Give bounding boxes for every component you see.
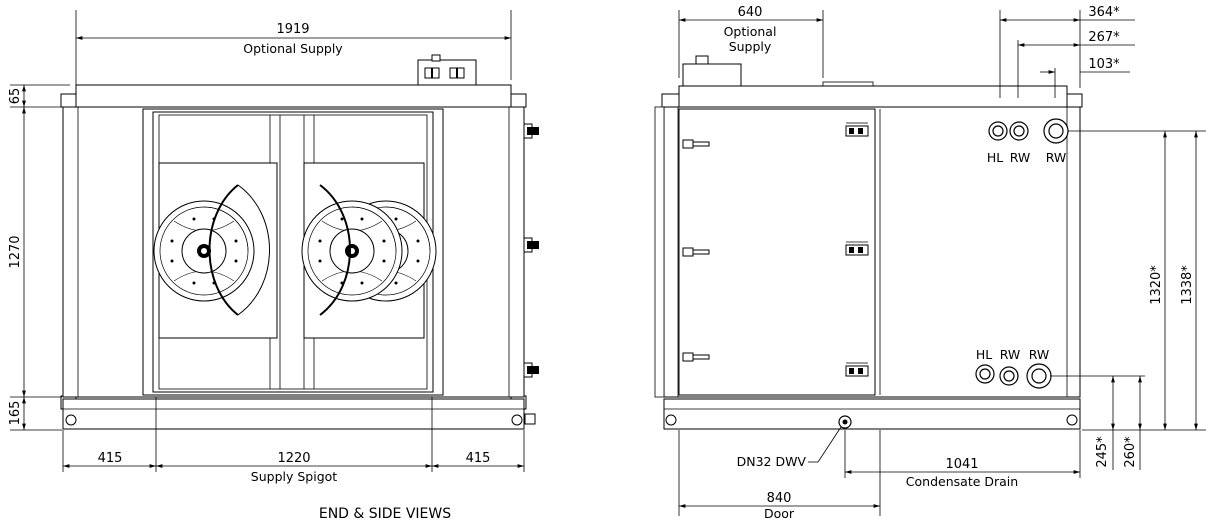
bottom-label-rw-2: RW <box>1029 347 1050 362</box>
side-1320-value: 1320* <box>1149 265 1164 305</box>
top-label-hl: HL <box>987 150 1003 165</box>
side-supply-value: 640 <box>738 5 763 20</box>
end-fan-left <box>153 184 270 316</box>
end-top-flange <box>75 84 512 108</box>
drawing-title: END & SIDE VIEWS <box>319 506 451 520</box>
side-supply-label-1: Optional <box>724 24 777 39</box>
top-connection-rw-2 <box>1043 118 1069 144</box>
side-267-value: 267* <box>1088 30 1120 45</box>
bottom-connection-rw-2 <box>1026 363 1052 389</box>
top-label-rw-2: RW <box>1046 150 1067 165</box>
top-connection-rw-1 <box>1009 121 1029 141</box>
bottom-connection-rw-1 <box>999 366 1019 386</box>
side-364-value: 364* <box>1088 5 1120 20</box>
side-supply-label-2: Supply <box>729 39 772 54</box>
end-right-value: 415 <box>466 451 491 466</box>
side-260-value: 260* <box>1123 436 1138 468</box>
end-fan-right <box>301 184 437 316</box>
side-condensate-value: 1041 <box>945 457 978 472</box>
end-left-value: 415 <box>98 451 123 466</box>
end-spigot-label: Supply Spigot <box>251 469 337 484</box>
side-view: 640 Optional Supply <box>654 5 1206 520</box>
end-spigot-value: 1220 <box>277 451 310 466</box>
side-base <box>663 398 1081 430</box>
side-door[interactable] <box>678 108 876 396</box>
end-top-value: 65 <box>8 88 23 105</box>
end-width-value: 1919 <box>276 22 309 37</box>
drain-label: DN32 DWV <box>737 454 807 469</box>
end-base <box>62 398 525 430</box>
side-1338-value: 1338* <box>1180 265 1195 305</box>
top-connection-hl <box>988 121 1008 141</box>
top-label-rw-1: RW <box>1010 150 1031 165</box>
end-view: 1919 Optional Supply <box>8 10 540 484</box>
side-condensate-label: Condensate Drain <box>906 474 1018 489</box>
side-top-flange <box>678 85 1068 108</box>
end-top-cap <box>431 54 441 62</box>
side-door-value: 840 <box>767 491 792 506</box>
bottom-label-hl: HL <box>976 347 992 362</box>
side-245-value: 245* <box>1095 436 1110 468</box>
side-top-box <box>682 63 742 89</box>
side-door-label: Door <box>764 506 795 520</box>
bottom-label-rw-1: RW <box>1000 347 1021 362</box>
end-base-value: 165 <box>8 401 23 426</box>
end-width-label: Optional Supply <box>243 41 343 56</box>
end-height-value: 1270 <box>8 235 23 268</box>
bottom-connection-hl <box>975 364 995 384</box>
side-103-value: 103* <box>1088 57 1120 72</box>
